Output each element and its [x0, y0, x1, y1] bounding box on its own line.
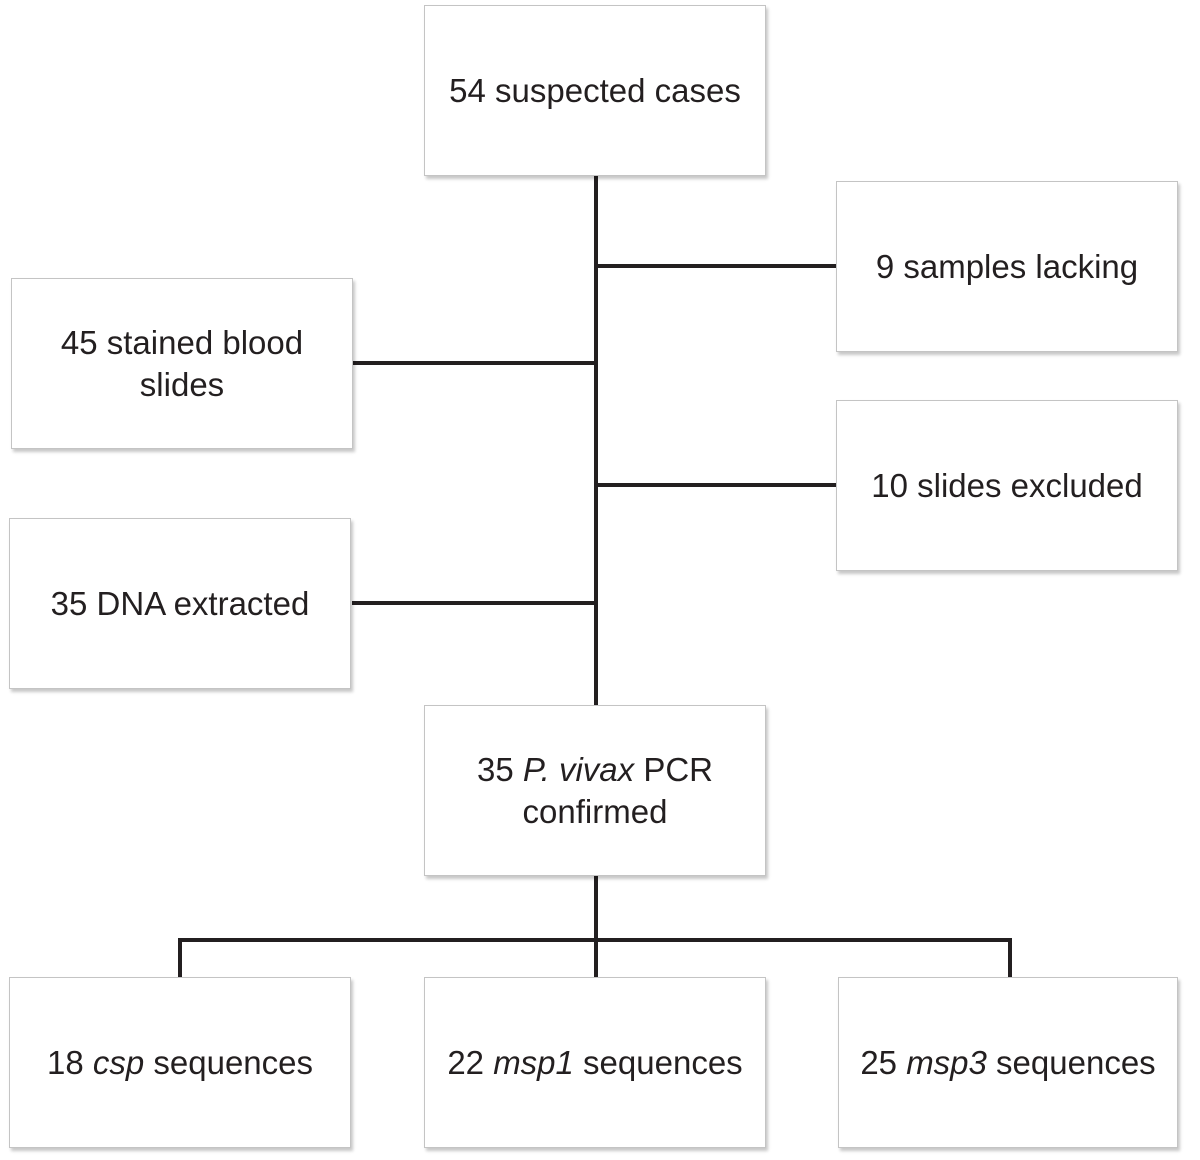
node-msp1-gene: msp1 — [493, 1043, 574, 1081]
node-suspected-cases: 54 suspected cases — [424, 5, 766, 176]
node-slides-excluded-text: 10 slides excluded — [871, 466, 1143, 504]
node-slides-excluded: 10 slides excluded — [836, 400, 1178, 571]
node-pcr-pre: 35 — [477, 750, 523, 788]
node-msp1-pre: 22 — [447, 1043, 494, 1081]
node-msp3-sequences: 25 msp3 sequences — [838, 977, 1178, 1148]
node-msp3-pre: 25 — [860, 1043, 907, 1081]
node-stained-slides-line2: slides — [139, 365, 225, 403]
node-stained-slides-text: 45 stained blood slides — [61, 322, 303, 406]
node-suspected-cases-text: 54 suspected cases — [449, 71, 741, 109]
node-msp1-sequences: 22 msp1 sequences — [424, 977, 766, 1148]
node-pcr-confirmed: 35 P. vivax PCR confirmed — [424, 705, 766, 876]
node-dna-extracted-text: 35 DNA extracted — [50, 584, 310, 622]
node-stained-slides-line1: 45 stained blood — [60, 323, 304, 361]
node-msp3-post: sequences — [986, 1043, 1156, 1081]
node-msp3-text: 25 msp3 sequences — [860, 1042, 1155, 1084]
node-csp-text: 18 csp sequences — [47, 1042, 313, 1084]
node-stained-slides: 45 stained blood slides — [11, 278, 353, 449]
node-samples-lacking-text: 9 samples lacking — [875, 247, 1139, 285]
node-pcr-post: PCR — [634, 750, 713, 788]
node-msp1-text: 22 msp1 sequences — [447, 1042, 742, 1084]
node-pcr-line2: confirmed — [522, 792, 668, 830]
node-msp3-gene: msp3 — [906, 1043, 987, 1081]
node-dna-extracted: 35 DNA extracted — [9, 518, 351, 689]
node-csp-pre: 18 — [46, 1043, 93, 1081]
node-pcr-confirmed-text: 35 P. vivax PCR confirmed — [477, 749, 713, 833]
node-pcr-species: P. vivax — [522, 750, 635, 788]
node-csp-sequences: 18 csp sequences — [9, 977, 351, 1148]
node-samples-lacking: 9 samples lacking — [836, 181, 1178, 352]
node-csp-gene: csp — [92, 1043, 145, 1081]
node-csp-post: sequences — [144, 1043, 314, 1081]
node-msp1-post: sequences — [573, 1043, 743, 1081]
